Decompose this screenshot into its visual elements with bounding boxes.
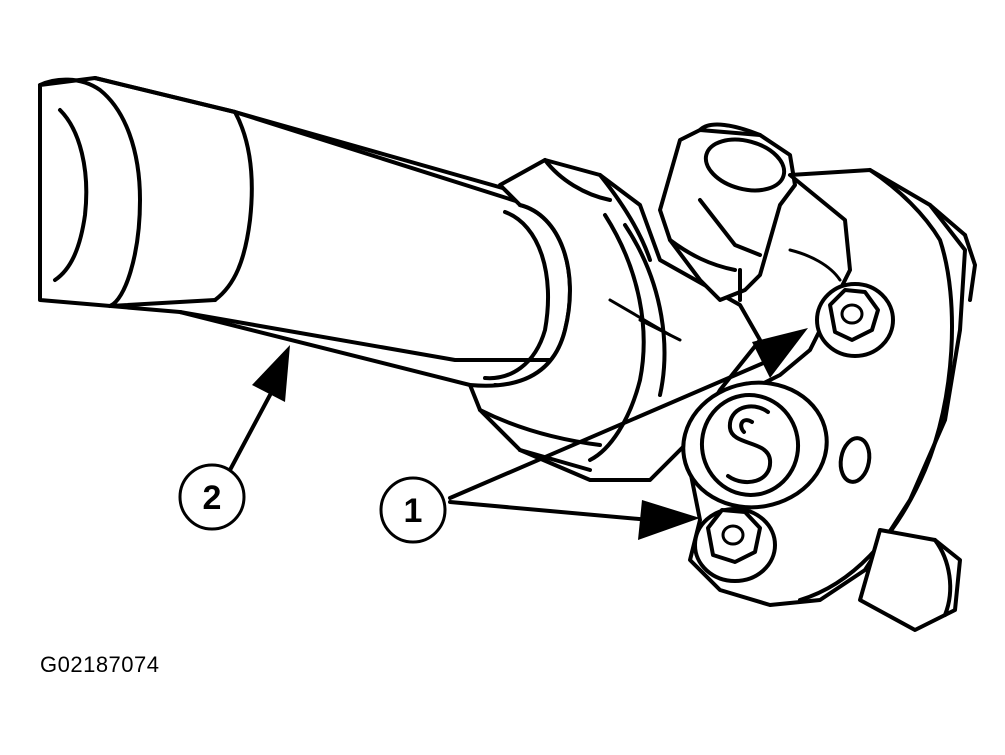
flange-bolt-top bbox=[815, 282, 895, 358]
callout-1-label: 1 bbox=[404, 492, 423, 530]
callout-1: 1 bbox=[379, 476, 447, 544]
u-joint-ear bbox=[658, 122, 797, 302]
flange-bolt-bottom bbox=[693, 507, 777, 583]
callout-2-label: 2 bbox=[203, 479, 222, 517]
driveshaft-tube bbox=[38, 76, 602, 388]
flange-center-pilot bbox=[681, 380, 829, 510]
figure-code: G02187074 bbox=[40, 652, 160, 677]
callout-2: 2 bbox=[178, 463, 246, 531]
callout-2-leader bbox=[228, 345, 290, 472]
callout-1-leaders bbox=[448, 328, 808, 540]
